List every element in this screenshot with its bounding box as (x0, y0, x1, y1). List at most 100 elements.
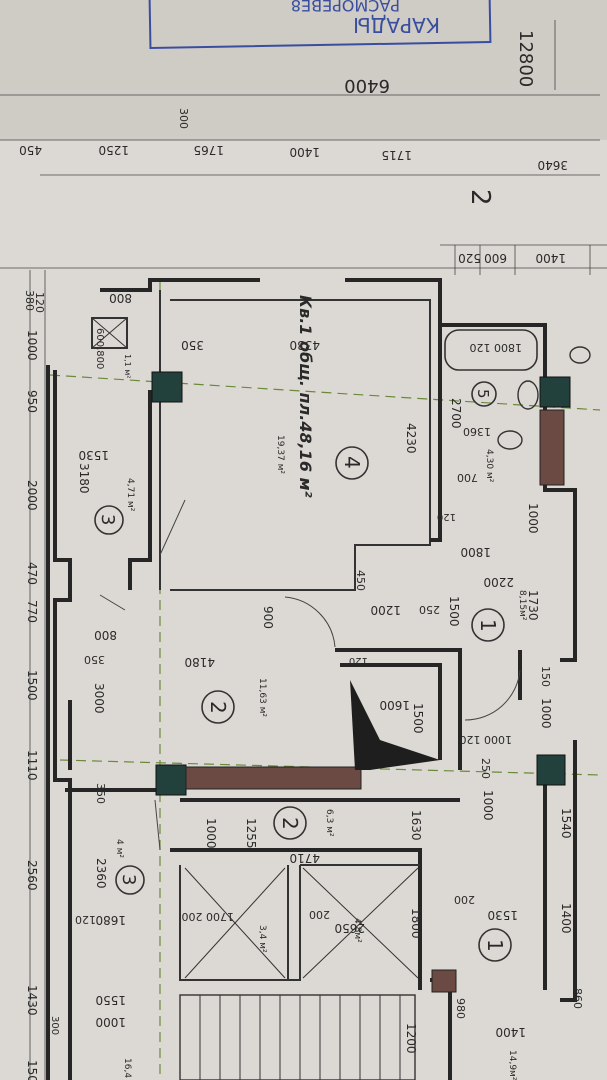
left-dim-2000: 2000 (25, 480, 39, 511)
left-dim-380: 380 (23, 290, 36, 311)
dim-120: 120 (437, 511, 456, 522)
left-dim-1500: 1500 (25, 670, 39, 701)
beam-2 (185, 766, 362, 790)
dim-1200b: 1200 (404, 1023, 418, 1054)
dim-1800b: 1800 (409, 908, 423, 939)
stairs (179, 994, 416, 1080)
room-5-number: 5 (474, 389, 492, 399)
dim-1530b: 1530 (487, 908, 518, 922)
left-dim-1110: 1110 (25, 750, 39, 781)
walls (46, 278, 577, 1080)
room-1-lower-number: 1 (483, 939, 507, 952)
dim-1360: 1360 (463, 425, 491, 438)
dim-200: 200 (309, 908, 330, 921)
left-dim-150: 150 (25, 1060, 39, 1080)
dim-250: 250 (419, 603, 440, 616)
dim-3180: 3180 (77, 463, 91, 494)
beam-1 (539, 409, 565, 486)
stamp-line1: КАРАДЫ (353, 13, 440, 37)
row-dim-1400: 1400 (289, 145, 320, 159)
dim-1400b: 1400 (495, 1025, 526, 1039)
room-2-number: 2 (206, 701, 230, 714)
row-dim-1250: 1250 (98, 143, 129, 157)
dim-1255: 1255 (244, 818, 258, 849)
dim-1600: 1600 (379, 698, 410, 712)
room-4-circle (335, 446, 369, 480)
dim-1000: 1000 (526, 503, 540, 534)
dim-4710: 4710 (289, 851, 320, 865)
bath-fixtures (444, 329, 591, 450)
toilet-icon (497, 430, 523, 450)
row-dimensions-b: 520 600 1400 (454, 245, 591, 275)
row-dim-3640: 3640 (537, 158, 568, 172)
area-labels: 19,37 м² 4,71 м² 1,1 м² 4,30 м² 8,15м² 1… (114, 354, 527, 1080)
area-stair: 16,4 м² (122, 1058, 132, 1080)
column-2 (539, 376, 571, 408)
room-3-lower-number: 3 (118, 874, 139, 885)
dim-1000-120: 1000 120 (460, 733, 513, 746)
dimension-labels: 800 600,800 350 4330 1800 120 1530 3180 … (49, 291, 584, 1054)
dim-200b: 200 (454, 893, 475, 906)
sink-icon (517, 380, 539, 410)
dim-860: 860 (571, 988, 584, 1009)
row-dim-450: 450 (19, 143, 42, 157)
row-dim-1400: 1400 (535, 251, 566, 265)
dim-1200: 1200 (370, 603, 401, 617)
row-dim-600: 600 (484, 251, 507, 265)
room-2-top: 2 (465, 189, 495, 206)
dim-2360: 2360 (94, 858, 108, 889)
dim-1730: 1730 (526, 590, 540, 621)
room-2-lower-circle (273, 806, 307, 840)
left-dim-1430: 1430 (25, 985, 39, 1016)
room-2-lower-number: 2 (278, 817, 302, 830)
dim-2650: 2650 (334, 921, 365, 935)
area-lower-right: 14,9м² (507, 1050, 517, 1080)
dim-2700: 2700 (449, 398, 463, 429)
bathtub-icon (444, 329, 538, 371)
dim-450: 450 (354, 570, 367, 591)
column-3 (155, 764, 187, 796)
dim-1000c: 1000 (539, 698, 553, 729)
area-small: 1,1 м² (123, 354, 132, 379)
sink-icon-right (569, 346, 591, 364)
dim-total: 12800 (515, 30, 536, 87)
left-dim-1000: 1000 (25, 330, 39, 361)
room-markers: 3 4 5 1 2 2 3 1 (94, 381, 512, 962)
room-3-number: 3 (97, 514, 118, 525)
dim-4180: 4180 (184, 655, 215, 669)
dim-3000: 3000 (92, 683, 106, 714)
dim-350b: 350 (84, 653, 105, 666)
dim-250b: 250 (479, 758, 492, 779)
row-dim-1715: 1715 (381, 148, 412, 162)
row-dimensions-a: 450 1250 1765 1400 1715 3640 2 (19, 143, 568, 206)
dim-1680: 1680 (95, 913, 126, 927)
dim-1500: 1500 (447, 596, 461, 627)
left-dim-950: 950 (25, 390, 39, 413)
area-r2: 11,63 м² (257, 678, 267, 717)
dim-350c: 350 (94, 783, 107, 804)
stamp-line2: РАСМОРЕВЕ8 (291, 0, 400, 15)
left-dim-120: 120 (33, 292, 46, 313)
room-5-circle (471, 381, 497, 407)
room-2-circle (201, 690, 235, 724)
dim-600-800: 600,800 (94, 328, 105, 369)
lift-shafts (91, 317, 419, 979)
dim-900: 900 (261, 606, 275, 629)
dim-980: 980 (454, 998, 467, 1019)
room-1-circle (471, 608, 505, 642)
area-r5: 4,30 м² (484, 449, 494, 483)
dim-150: 150 (539, 666, 552, 687)
room-4-number: 4 (340, 456, 364, 469)
beam-3 (431, 969, 457, 993)
dim-sub-total: 6400 (344, 75, 390, 96)
area-r2-lower: 6,3 м² (324, 809, 334, 837)
room-3-circle (94, 505, 124, 535)
dim-4230: 4230 (404, 423, 418, 454)
structure (151, 371, 571, 993)
area-r3-lower: 4 м² (114, 839, 124, 858)
room-1-lower-circle (478, 928, 512, 962)
apartment-label: Кв.1 общ. пл.48,16 м² (296, 295, 315, 498)
dim-1800: 1800 (460, 545, 491, 559)
